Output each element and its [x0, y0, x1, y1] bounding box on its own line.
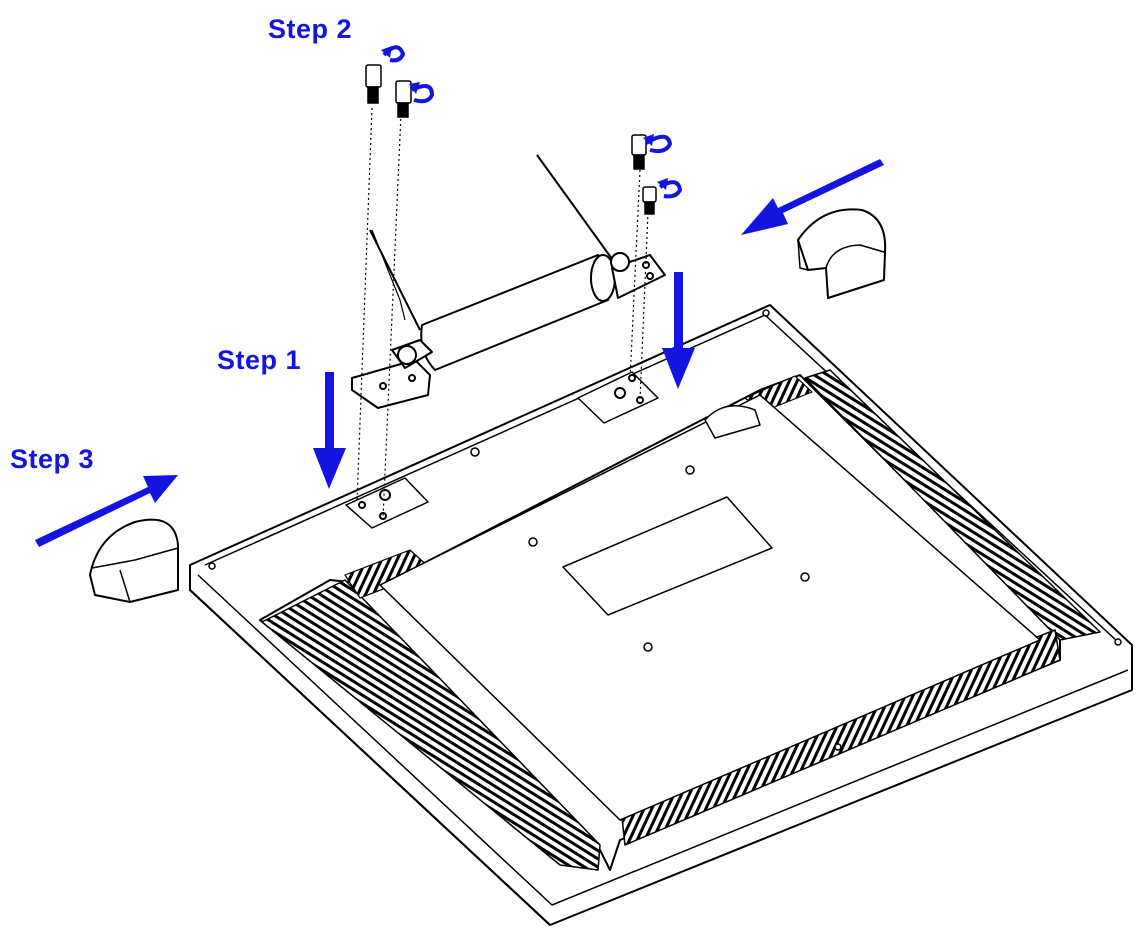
rotate-arrow-icon: [411, 84, 435, 104]
stand-hinge-assembly: [351, 154, 666, 409]
front-hinge-cover: [89, 518, 179, 603]
step-3-label: Step 3: [10, 444, 95, 474]
left-mount-plate: [345, 477, 429, 529]
rotate-arrow-icon: [644, 134, 673, 154]
rotate-arrows: [382, 45, 683, 199]
screw-icon: [365, 64, 382, 104]
screw-guide-lines: [356, 107, 649, 519]
screw-icon: [631, 134, 647, 170]
rotate-arrow-icon: [658, 180, 683, 199]
step-2-label: Step 2: [268, 14, 353, 44]
monitor-back: [189, 304, 1133, 926]
rear-hinge-cover: [797, 208, 887, 299]
left-vent-grille: [261, 579, 601, 871]
step1-down-arrow-right: [662, 272, 695, 389]
step3-arrow-right: [741, 159, 884, 235]
step3-arrow-left: [35, 475, 178, 547]
screw-icon: [395, 80, 412, 118]
screws: [365, 64, 657, 215]
step1-down-arrow-left: [313, 372, 346, 489]
step-1-label: Step 1: [217, 345, 302, 375]
direction-arrows: [35, 159, 884, 547]
label-plate: [562, 496, 773, 616]
right-vent-grille: [804, 369, 1101, 641]
screw-icon: [642, 186, 657, 215]
